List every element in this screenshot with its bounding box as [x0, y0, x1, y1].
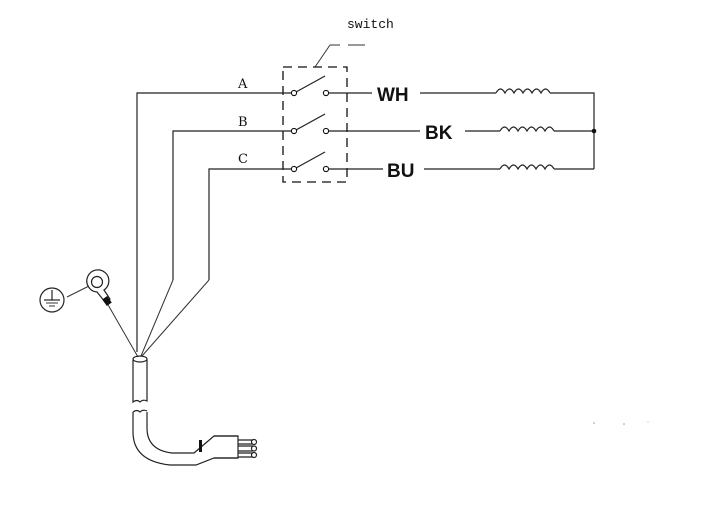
switch-pole-2 [290, 113, 330, 135]
output-wire-bk: BK [329, 123, 597, 144]
power-cord [132, 355, 238, 466]
switch-terminal [290, 127, 298, 135]
plug [199, 435, 258, 459]
output-label-bk: BK [425, 123, 453, 144]
speck [623, 423, 625, 425]
switch-terminal [290, 89, 298, 97]
switch-terminal [322, 89, 330, 97]
switch-terminal [322, 165, 330, 173]
inductor-coil [499, 126, 555, 133]
ring-terminal [86, 269, 112, 306]
inductor-coil [499, 164, 555, 171]
switch-enclosure [282, 66, 348, 183]
switch-pole-3 [290, 151, 330, 173]
input-wire-b: B [172, 115, 294, 280]
input-label-a: A [237, 77, 248, 92]
fan-wire-b [140, 279, 174, 357]
switch-label: switch [347, 17, 394, 32]
ground-lead [66, 285, 90, 298]
input-wire-a: A [136, 77, 294, 352]
switch-terminal [290, 165, 298, 173]
fan-wire-c [141, 279, 210, 357]
input-label-b: B [238, 115, 248, 130]
output-wire-bu: BU [329, 161, 594, 182]
plug-mark [199, 440, 202, 452]
fan-wire-ground [106, 302, 139, 358]
inductor-coil [495, 88, 551, 95]
speck [647, 421, 649, 423]
switch-terminal [322, 127, 330, 135]
switch-pole-1 [290, 75, 330, 97]
plug-pins [238, 438, 258, 459]
output-wire-wh: WH [329, 85, 595, 169]
output-label-wh: WH [377, 85, 409, 106]
ground-icon [39, 287, 65, 313]
input-wire-c: C [208, 152, 294, 280]
switch-label-leader [314, 44, 365, 68]
star-junction [591, 128, 597, 134]
input-label-c: C [238, 152, 248, 167]
speck [593, 422, 595, 424]
output-label-bu: BU [387, 161, 414, 182]
